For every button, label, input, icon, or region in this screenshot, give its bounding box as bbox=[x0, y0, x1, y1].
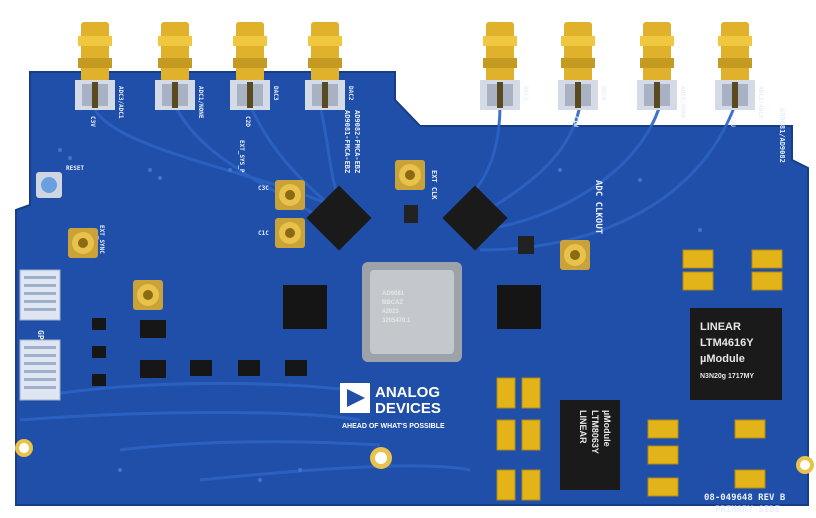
board-id-2: AD9082-FMCA-EBZ bbox=[353, 110, 361, 173]
sma-sysref-1 bbox=[275, 180, 305, 210]
main-chip-line-1: AD9081 bbox=[382, 291, 405, 297]
c1c-label: C1C bbox=[258, 230, 269, 237]
sma-connector-top: ADC0/NONE bbox=[637, 22, 686, 119]
mounting-holes bbox=[15, 439, 814, 474]
side-label: PRIMARY SIDE bbox=[715, 505, 780, 515]
c3c-label: C3C bbox=[258, 185, 269, 192]
reset-button-cap bbox=[41, 177, 57, 193]
sma-connector-label: DAC3 bbox=[272, 86, 279, 101]
module-large-line-2: LTM4616Y bbox=[700, 337, 754, 349]
sma-sysref-2 bbox=[275, 218, 305, 248]
module-large-line-4: N3N20g 1717MY bbox=[700, 373, 754, 380]
module-small-line-3: µModule bbox=[602, 410, 612, 447]
main-chip-line-4: 3205470.1 bbox=[382, 318, 411, 324]
analog-devices-logo: ANALOG DEVICES AHEAD OF WHAT'S POSSIBLE bbox=[340, 383, 445, 430]
sma-connector-label: ADC1/NONE bbox=[197, 86, 204, 119]
logo-tagline: AHEAD OF WHAT'S POSSIBLE bbox=[342, 423, 445, 430]
module-small-line-1: LINEAR bbox=[578, 410, 588, 444]
sma-connector-top: DAC1 bbox=[480, 22, 529, 110]
logo-word-analog: ANALOG bbox=[375, 384, 440, 401]
sma-adc-clkout bbox=[560, 240, 590, 270]
sma-connector-label: ADC2/ADC0 bbox=[757, 86, 764, 119]
sma-connector-label: DAC0 bbox=[600, 86, 607, 101]
ad9081-chip: AD9081 BBCAZ #2023 3205470.1 bbox=[362, 262, 462, 362]
balun-transformer bbox=[283, 185, 541, 329]
board-id-1: AD9081-FMCA-EBZ bbox=[343, 110, 351, 173]
module-small-line-2: LTM8063Y bbox=[590, 410, 600, 454]
main-chip-line-2: BBCAZ bbox=[382, 300, 403, 306]
sma-connector-label: ADC3/ADC1 bbox=[117, 86, 124, 119]
sma-connector-ref: C3V bbox=[89, 116, 96, 127]
sma-gpio bbox=[133, 280, 163, 310]
small-ic-group bbox=[92, 318, 307, 386]
ext-clk-label: EXT CLK bbox=[430, 170, 438, 200]
tantalum-capacitors bbox=[496, 249, 783, 501]
sma-ext-clk bbox=[395, 160, 425, 190]
sma-connector-ref: C2D bbox=[244, 116, 251, 127]
sma-connector-label: ADC0/NONE bbox=[679, 86, 686, 119]
sma-connector-top: DAC2 bbox=[305, 22, 354, 110]
top-right-board-id: AD9081/AD9082 bbox=[778, 108, 786, 163]
sma-connector-ref: C3U bbox=[729, 116, 736, 127]
logo-word-devices: DEVICES bbox=[375, 400, 441, 417]
sma-connector-label: DAC2 bbox=[347, 86, 354, 101]
main-chip-line-3: #2023 bbox=[382, 309, 399, 315]
ltm8063-module: LINEAR LTM8063Y µModule bbox=[560, 400, 620, 490]
adc-clkout-label: ADC CLKOUT bbox=[593, 180, 603, 235]
ext-sync-label: EXT_SYNC bbox=[98, 225, 105, 254]
board-id-silkscreen: AD9081-FMCA-EBZ AD9082-FMCA-EBZ bbox=[343, 110, 361, 173]
revision-label: 08-049648 REV B bbox=[704, 493, 786, 503]
sma-connector-label: DAC1 bbox=[522, 86, 529, 101]
reset-label: RESET bbox=[66, 165, 84, 172]
sma-ext-sync bbox=[68, 228, 98, 258]
module-large-line-3: µModule bbox=[700, 353, 745, 365]
pcb-vias bbox=[58, 148, 702, 482]
ltm4616-module: LINEAR LTM4616Y µModule N3N20g 1717MY bbox=[690, 308, 782, 400]
module-large-line-1: LINEAR bbox=[700, 321, 741, 333]
sma-connector-top: ADC1/NONE bbox=[155, 22, 204, 119]
sysref-label: EXT_SYS_P bbox=[238, 140, 245, 173]
sma-connector-ref: C1W bbox=[572, 116, 579, 127]
